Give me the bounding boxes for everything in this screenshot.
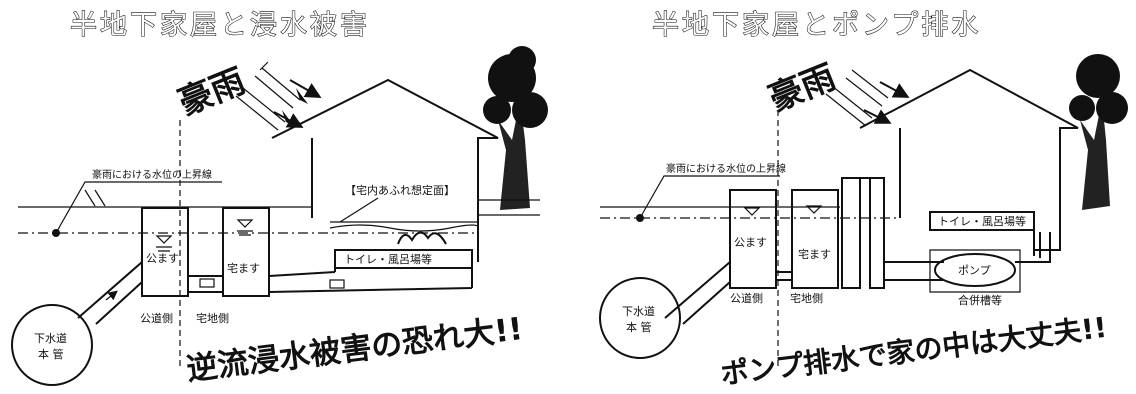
left-house-box-label: 宅ます [227, 261, 260, 275]
right-pump-label: ポンプ [958, 264, 991, 277]
right-pump [934, 253, 1016, 287]
left-backflow-splash-icon [397, 231, 447, 245]
left-house-outline [271, 78, 499, 262]
left-sewer-label-2: 本 管 [38, 347, 64, 361]
right-side-house: 宅地側 [790, 291, 823, 305]
left-public-box [141, 207, 189, 297]
left-public-box-label: 公ます [146, 252, 179, 265]
right-headline: ポンプ排水で家の中は大丈夫!! [719, 311, 1109, 391]
right-house-box [791, 189, 839, 289]
right-title: 半地下家屋とポンプ排水 [652, 10, 981, 41]
right-water-line-label: 豪雨における水位の上昇線 [666, 162, 786, 175]
left-overflow-label: 【宅内あふれ想定面】 [345, 183, 455, 197]
left-headline: 逆流浸水被害の恐れ大!! [185, 311, 525, 388]
right-toilet-label: トイレ・風呂場等 [938, 214, 1026, 228]
left-toilet-label: トイレ・風呂場等 [344, 252, 432, 266]
right-riser-pipe [841, 177, 861, 289]
right-sewer-label-1: 下水道 [622, 304, 655, 318]
right-sewer-main [599, 277, 681, 359]
right-panel: 半地下家屋とポンプ排水 豪雨 豪雨における水位の上昇線 公ます 宅ます [599, 9, 1128, 391]
right-side-public: 公道側 [730, 291, 763, 305]
right-public-box [729, 189, 777, 289]
right-public-box-label: 公ます [734, 236, 767, 249]
left-water-line-label: 豪雨における水位の上昇線 [92, 168, 212, 181]
left-side-public: 公道側 [140, 311, 173, 325]
right-rain-label: 豪雨 [763, 57, 841, 120]
left-flood-surface [329, 221, 479, 232]
left-panel: 半地下家屋と浸水被害 豪雨 【宅内あふれ想定面】 [11, 9, 548, 388]
left-rain-label: 豪雨 [173, 61, 251, 124]
right-tank-label: 合併槽等 [958, 293, 1002, 307]
left-house-box [222, 207, 270, 297]
right-house-box-label: 宅ます [798, 247, 831, 261]
left-side-house: 宅地側 [196, 311, 229, 325]
rain-icon: 豪雨 [173, 61, 322, 131]
right-house-outline [859, 68, 1079, 251]
left-title: 半地下家屋と浸水被害 [70, 10, 370, 41]
left-sewer-main [11, 304, 93, 386]
right-tree-icon [1069, 54, 1128, 210]
right-sewer-label-2: 本 管 [626, 320, 652, 334]
left-tree-icon [478, 46, 548, 216]
left-sewer-label-1: 下水道 [34, 331, 67, 345]
